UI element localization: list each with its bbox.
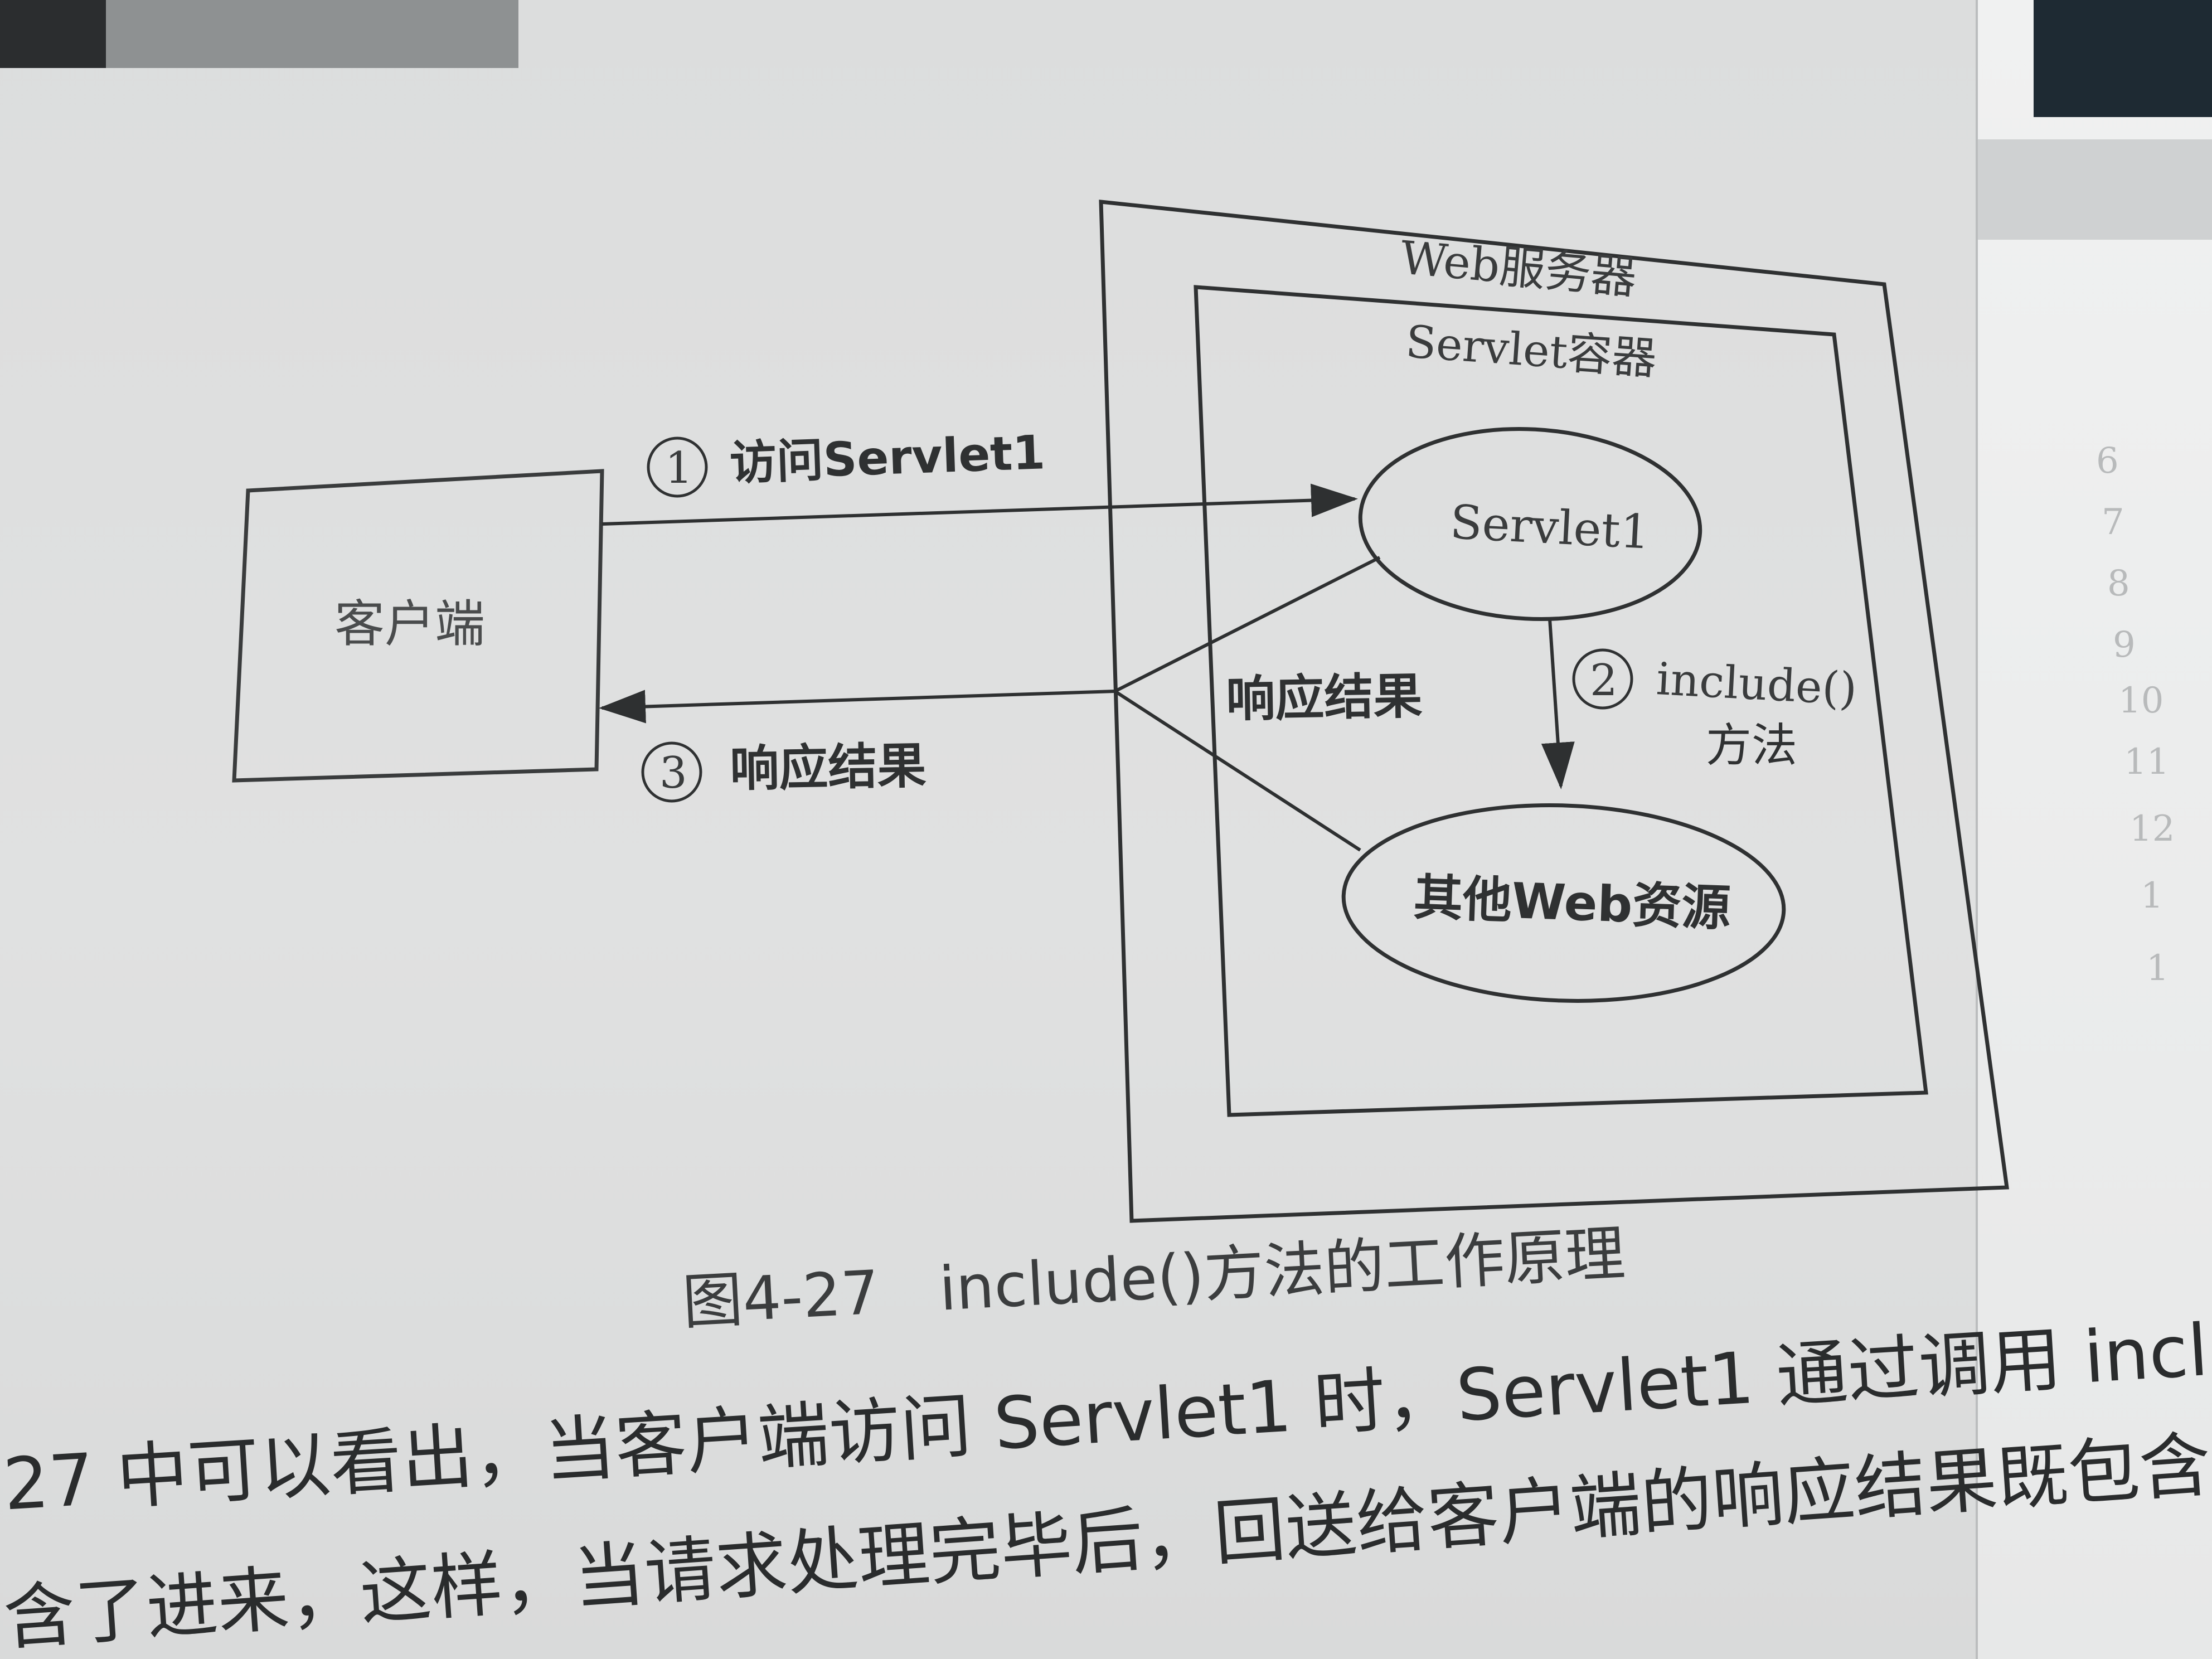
step1-badge (647, 436, 708, 498)
servlet1-label: Servlet1 (1449, 494, 1651, 560)
servlet-container-box (1194, 285, 1928, 1117)
gutter-number: 8 (2107, 563, 2130, 604)
request-arrow (601, 483, 1358, 526)
other-response-line (1114, 690, 1361, 852)
servlet-container-label: Servlet容器 (1404, 316, 1658, 385)
top-page-band-dark (0, 0, 106, 68)
gutter-number: 11 (2124, 741, 2170, 783)
gutter-number: 12 (2129, 808, 2175, 850)
gutter-number: 10 (2118, 680, 2164, 721)
other-resource-label: 其他Web资源 (1413, 869, 1731, 937)
step2-number: 2 (1590, 656, 1618, 706)
servlet1-node (1358, 426, 1702, 622)
gutter-number: 9 (2113, 624, 2136, 666)
step2-label-line2: 方法 (1706, 719, 1797, 772)
background-corner (2034, 0, 2212, 117)
client-box (232, 469, 604, 783)
response-arrow (599, 690, 1115, 724)
step1-label: 访问Servlet1 (729, 425, 1046, 491)
client-label: 客户端 (334, 595, 485, 653)
gutter-number: 7 (2102, 502, 2124, 543)
page-fold (1978, 139, 2212, 240)
other-resource-node (1341, 803, 1786, 1003)
step3-badge (641, 741, 702, 803)
web-server-box (1099, 200, 2009, 1223)
step2-badge (1572, 648, 1633, 710)
gutter-number: 1 (2146, 948, 2169, 989)
include-arrow (1541, 618, 1575, 789)
gutter-number: 1 (2141, 875, 2164, 916)
gutter-number: 6 (2096, 440, 2119, 482)
step1-number: 1 (665, 443, 693, 493)
step2-label-line1: include() (1655, 653, 1858, 715)
servlet1-response-line (1114, 556, 1381, 693)
web-server-label: Web服务器 (1398, 231, 1638, 305)
inner-response-label: 响应结果 (1226, 667, 1423, 728)
step3-number: 3 (659, 748, 687, 798)
adjacent-page-edge (1976, 0, 2212, 1659)
step3-label: 响应结果 (730, 737, 927, 798)
